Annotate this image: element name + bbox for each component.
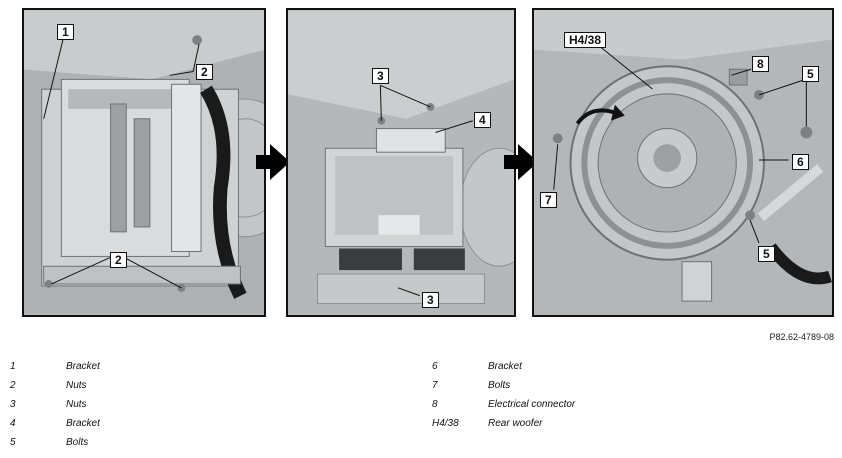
legend-text: Bracket — [66, 361, 100, 372]
legend-number: 7 — [432, 380, 438, 391]
legend-item: 6 Bracket — [432, 361, 812, 380]
callout-6: 6 — [792, 154, 809, 170]
legend-text: Rear woofer — [488, 418, 543, 429]
legend-item: 4 Bracket — [10, 418, 390, 437]
legend-item: 7 Bolts — [432, 380, 812, 399]
illustration-panel-3: H4/38 8 5 6 7 5 — [532, 8, 834, 317]
callout-8: 8 — [752, 56, 769, 72]
illustration-panel-2: 3 4 3 — [286, 8, 516, 317]
callout-2: 2 — [110, 252, 127, 268]
legend-text: Bolts — [66, 437, 89, 448]
callout-7: 7 — [540, 192, 557, 208]
rear-woofer-illustration — [534, 10, 832, 315]
legend-left: 1 Bracket 2 Nuts 3 Nuts 4 Bracket 5 Bolt… — [10, 361, 390, 456]
legend-item: 8 Electrical connector — [432, 399, 812, 418]
next-step-arrow-icon — [256, 144, 290, 180]
callout-5: 5 — [802, 66, 819, 82]
figure-reference: P82.62-4789-08 — [769, 332, 834, 342]
legend-item: 1 Bracket — [10, 361, 390, 380]
illustration-panel-1: 1 2 2 — [22, 8, 266, 317]
callout-3: 3 — [372, 68, 389, 84]
callout-5: 5 — [758, 246, 775, 262]
legend-text: Electrical connector — [488, 399, 576, 410]
callout-1: 1 — [57, 24, 74, 40]
legend-number: 3 — [10, 399, 16, 410]
bracket-illustration — [24, 10, 264, 315]
legend-number: 6 — [432, 361, 438, 372]
legend-number: 1 — [10, 361, 16, 372]
callout-3: 3 — [422, 292, 439, 308]
legend-item: H4/38 Rear woofer — [432, 418, 812, 437]
callout-h4-38: H4/38 — [564, 32, 607, 48]
control-unit-illustration — [288, 10, 514, 315]
legend-text: Nuts — [66, 399, 87, 410]
legend-text: Bolts — [488, 380, 511, 391]
legend-number: H4/38 — [432, 418, 459, 429]
legend-item: 3 Nuts — [10, 399, 390, 418]
legend-right: 6 Bracket 7 Bolts 8 Electrical connector… — [432, 361, 812, 437]
legend-number: 4 — [10, 418, 16, 429]
legend-item: 5 Bolts — [10, 437, 390, 456]
callout-2: 2 — [196, 64, 213, 80]
legend-text: Bracket — [66, 418, 100, 429]
legend-text: Nuts — [66, 380, 87, 391]
legend-item: 2 Nuts — [10, 380, 390, 399]
legend-number: 5 — [10, 437, 16, 448]
legend-number: 8 — [432, 399, 438, 410]
legend-text: Bracket — [488, 361, 522, 372]
callout-4: 4 — [474, 112, 491, 128]
legend-number: 2 — [10, 380, 16, 391]
